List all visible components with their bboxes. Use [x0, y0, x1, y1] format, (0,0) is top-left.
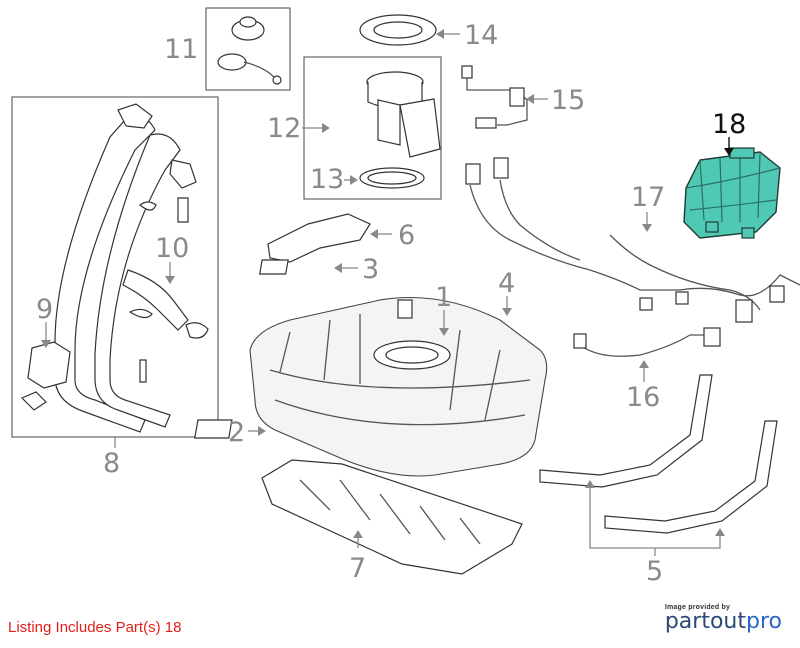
- callout-10[interactable]: 10: [155, 233, 189, 264]
- filler-neck-part[interactable]: [20, 103, 209, 433]
- pump-harness-part[interactable]: [461, 65, 528, 129]
- fuel-cap-box: [205, 7, 291, 91]
- callout-18[interactable]: 18: [712, 109, 746, 140]
- credit-label: Image provided by: [664, 604, 731, 611]
- callout-13[interactable]: 13: [310, 164, 344, 195]
- listing-caption: Listing Includes Part(s) 18: [8, 619, 182, 636]
- main-harness-part[interactable]: [465, 157, 800, 323]
- brand-part2: pro: [746, 609, 782, 634]
- callout-12[interactable]: 12: [267, 113, 301, 144]
- brand-part1: partout: [664, 609, 746, 634]
- evap-canister-part-18[interactable]: [683, 147, 781, 239]
- fuel-cap-part[interactable]: [217, 16, 282, 85]
- callout-14[interactable]: 14: [464, 20, 498, 51]
- callout-3[interactable]: 3: [362, 254, 379, 285]
- callout-7[interactable]: 7: [349, 553, 366, 584]
- skid-plate-part[interactable]: [261, 459, 523, 575]
- callout-4[interactable]: 4: [498, 268, 515, 299]
- callout-11[interactable]: 11: [164, 34, 198, 65]
- callout-15[interactable]: 15: [551, 85, 585, 116]
- fuel-tank-part[interactable]: [249, 296, 548, 477]
- pad-part-3[interactable]: [258, 259, 289, 275]
- heat-shield-part[interactable]: [267, 213, 371, 263]
- callout-16[interactable]: 16: [626, 382, 660, 413]
- fuel-pump-part[interactable]: [359, 71, 441, 189]
- lock-ring-part[interactable]: [359, 14, 437, 46]
- callout-2[interactable]: 2: [228, 417, 245, 448]
- lower-harness-part[interactable]: [573, 327, 721, 357]
- image-credit: Image provided by partoutpro: [665, 604, 782, 633]
- callout-9[interactable]: 9: [36, 294, 53, 325]
- brand-logo[interactable]: partoutpro: [665, 611, 782, 633]
- tank-straps-part[interactable]: [539, 374, 778, 534]
- callout-6[interactable]: 6: [398, 220, 415, 251]
- callout-17[interactable]: 17: [631, 182, 665, 213]
- pad-part-2[interactable]: [194, 419, 233, 439]
- callout-5[interactable]: 5: [646, 556, 663, 587]
- callout-8[interactable]: 8: [103, 448, 120, 479]
- callout-1[interactable]: 1: [435, 282, 452, 313]
